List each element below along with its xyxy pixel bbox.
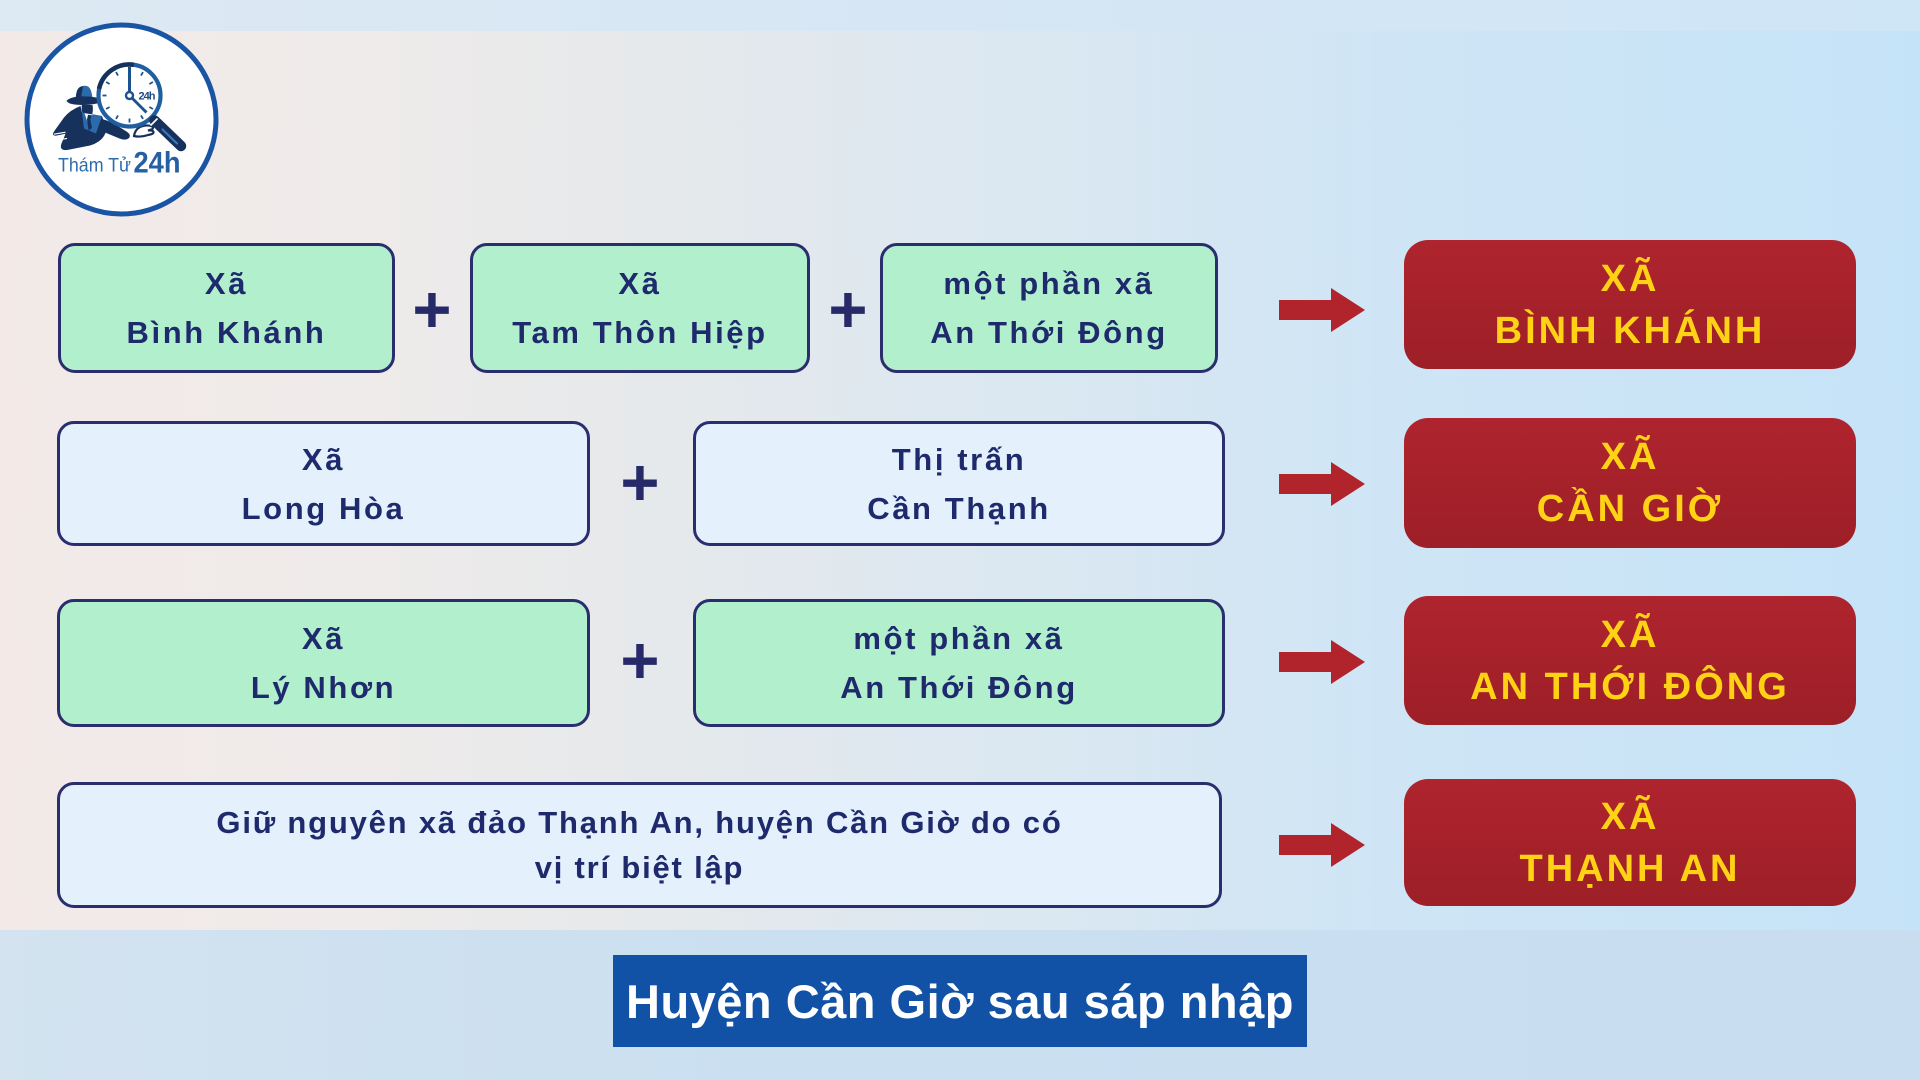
svg-text:24h: 24h — [134, 147, 181, 180]
svg-text:24h: 24h — [139, 91, 156, 103]
svg-text:Thám Tử: Thám Tử — [58, 155, 131, 177]
